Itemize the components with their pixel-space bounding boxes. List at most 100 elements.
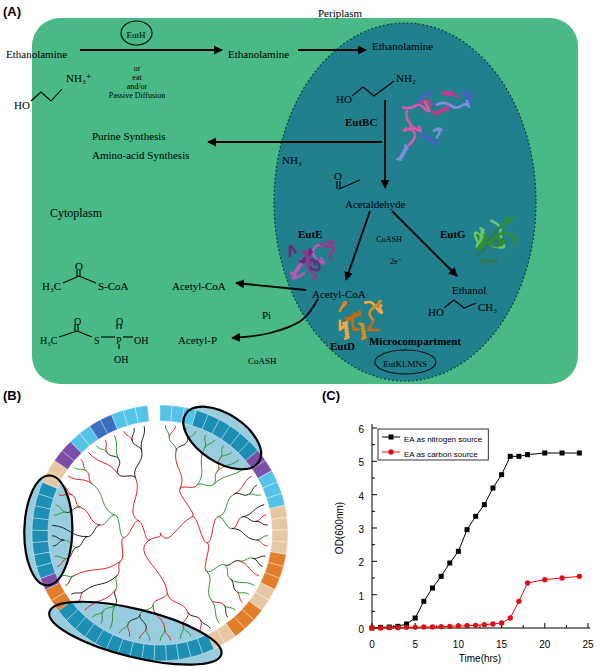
text-holder: (B) [3, 386, 21, 404]
text-holder: HO [14, 95, 30, 113]
data-marker [559, 575, 564, 580]
bond-line [59, 331, 92, 337]
diagram-label: Ethanolamine [6, 48, 67, 60]
diagram-label: Passive Diffusion [109, 91, 166, 100]
enzyme-label: EutE [298, 228, 322, 240]
text-holder: Acetyl-P [178, 330, 217, 348]
diagram-label: Acetyl-CoA [172, 280, 226, 292]
diagram-label: Periplasm [318, 7, 362, 19]
diagram-label: Acetaldehyde [345, 198, 405, 210]
tree-branch [105, 440, 107, 453]
data-marker [387, 625, 392, 630]
tree-branch [256, 536, 268, 540]
axis-title: Time(hrs) [459, 653, 501, 664]
tree-branch [53, 540, 64, 546]
data-marker [464, 623, 469, 628]
protein-strand [290, 246, 296, 256]
data-marker [456, 623, 461, 628]
axis-tick-label: 5 [412, 639, 418, 650]
axis-tick-label: 4 [358, 491, 364, 502]
tree-branch [114, 435, 119, 460]
tree-branch [88, 525, 100, 536]
tree-branch [119, 624, 128, 633]
eutd-structure [340, 301, 382, 339]
axis-tick [372, 428, 377, 429]
text-holder: OD(600nm) [329, 502, 347, 554]
tree-branch [84, 575, 118, 591]
text-holder: (C) [322, 386, 340, 404]
diagram-label: Acetyl-P [178, 334, 217, 346]
tree-branch [232, 517, 243, 529]
data-marker [465, 527, 470, 532]
reaction-arrow [232, 299, 318, 338]
text-holder: eat [132, 66, 141, 84]
text-holder: 0 [358, 619, 364, 637]
text-holder: HO [336, 89, 352, 107]
axis-tick-label: 5 [358, 457, 364, 468]
tree-branch [71, 591, 84, 594]
tree-branch [85, 590, 116, 611]
text-holder: EutH [127, 24, 146, 42]
axis-tick [372, 444, 375, 445]
axis-title: OD(600nm) [334, 502, 345, 554]
protein-strand [476, 226, 501, 255]
diagram-label: O [116, 316, 123, 327]
text-holder: Time(hrs) [459, 648, 501, 666]
diagram-label: S [94, 335, 100, 346]
tree-branch [81, 460, 87, 472]
axis-tick-label: 3 [358, 524, 364, 535]
tree-branch [169, 426, 175, 437]
tree-branch [207, 517, 218, 543]
data-marker [370, 626, 375, 631]
text-holder: EutBC [345, 112, 377, 130]
data-marker [447, 561, 452, 566]
diagram-label: OH [114, 354, 128, 365]
axis-tick [372, 578, 375, 579]
diagram-label: O [74, 316, 81, 327]
data-marker [413, 625, 418, 630]
diagram-label: OH [134, 335, 148, 346]
tree-branch [211, 600, 219, 624]
tree-branch [239, 561, 259, 576]
tree-branch [205, 440, 215, 448]
clade-outline [23, 475, 74, 586]
diagram-label: O [334, 170, 342, 182]
tree-branch [181, 626, 184, 639]
diagram-label: H₃C [42, 280, 61, 292]
axis-tick [566, 625, 567, 628]
diagram-label: HO [14, 99, 30, 111]
tree-branch [165, 425, 169, 437]
text-holder: 20 [539, 634, 550, 652]
tree-branch [52, 525, 88, 536]
tree-branch [239, 558, 252, 561]
axis-tick-label: 6 [358, 424, 364, 435]
text-holder: Amino-acid Synthesis [92, 145, 189, 163]
tree-branch [80, 507, 100, 525]
text-holder: HO [428, 302, 444, 320]
protein-label: EutKLMNS [383, 359, 427, 369]
text-holder: 5 [412, 634, 418, 652]
tree-branch [218, 494, 235, 517]
tree-branch [92, 611, 103, 618]
axis-tick [372, 494, 377, 495]
protein-strand [368, 321, 379, 330]
tree-branch [225, 565, 231, 579]
phylogenetic-tree [23, 394, 288, 671]
text-holder: 6 [358, 419, 364, 437]
axis-tick [544, 623, 545, 628]
clade-highlight [23, 475, 74, 586]
protein-helix [432, 105, 448, 115]
tree-branch [139, 628, 146, 639]
reaction-arrow [208, 141, 382, 143]
clade-outline [172, 394, 271, 482]
axis-tick [523, 625, 524, 628]
data-marker [482, 622, 487, 627]
reaction-arrow [392, 211, 457, 276]
protein-strand [403, 102, 429, 111]
series-line [372, 453, 579, 628]
diagram-label: or [134, 64, 141, 73]
text-holder: Acetyl-CoA [172, 276, 226, 294]
text-holder: EutD [330, 336, 355, 354]
text-holder: NH₃ [282, 150, 302, 168]
cell-region-shape [32, 18, 578, 384]
